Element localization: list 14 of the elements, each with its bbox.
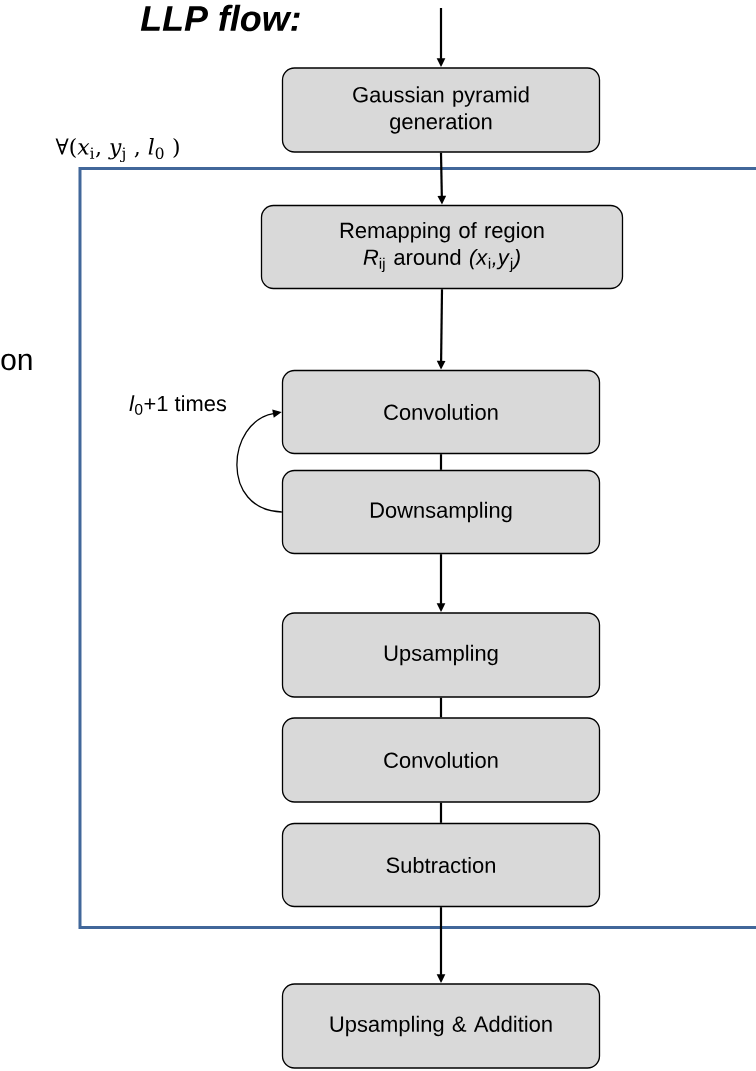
process-box: Remapping of region R$_{ij}$ around (x$_{i}$,y$_{j}$): [260, 204, 624, 290]
edge-label: l$_{0}$+1 times: [129, 395, 227, 415]
loop-frame: [55, 137, 756, 929]
process-box: Convolution: [281, 369, 601, 455]
process-box: Subtraction: [281, 822, 601, 908]
process-box: Gaussian pyramid generation: [281, 67, 601, 153]
arrow: [236, 409, 283, 513]
process-box: Convolution: [281, 717, 601, 803]
process-box: Downsampling: [281, 469, 601, 555]
process-box: Upsampling: [281, 612, 601, 698]
loop-condition: ∀(x$_{i}$, y$_{j}$ , l$_{0}$ ): [55, 137, 179, 163]
process-box: Upsampling & Addition: [281, 983, 601, 1069]
text-fragment: on: [1, 353, 32, 371]
title: LLP flow:: [140, 4, 300, 32]
